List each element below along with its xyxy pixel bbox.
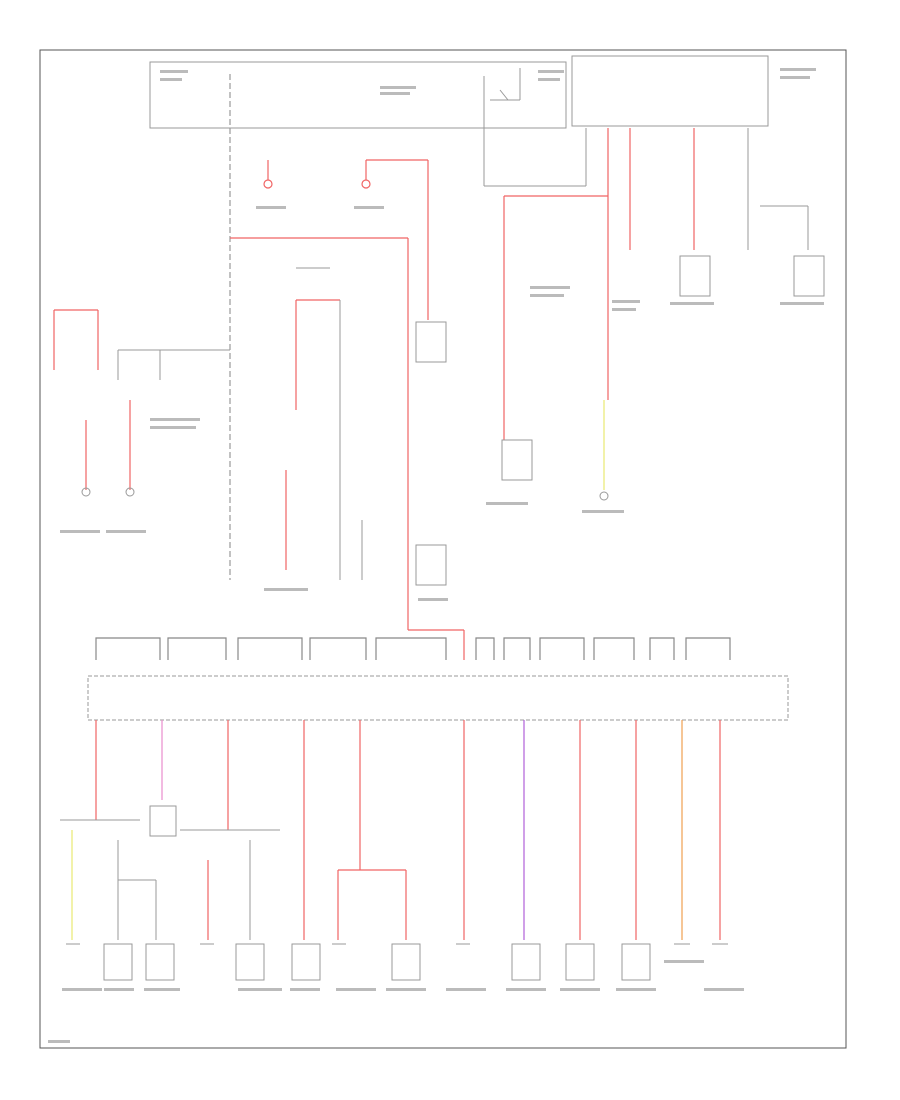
left-neutral-links xyxy=(117,349,230,380)
ground-connector-left xyxy=(263,160,273,189)
battery-switch xyxy=(483,68,521,128)
left-ground-1 xyxy=(81,487,91,497)
fuse-bus-top xyxy=(95,637,731,660)
junction-box-lower xyxy=(149,805,177,837)
module-box-r2 xyxy=(679,255,711,297)
top-right-fuse-box xyxy=(571,55,769,127)
mid-right-neutral xyxy=(483,128,809,250)
diagram-frame xyxy=(39,49,847,1049)
relay-neutral xyxy=(296,267,363,580)
illegible-label-marks xyxy=(48,68,824,1043)
ground-connector-mid xyxy=(361,159,429,320)
mid-right-feeds xyxy=(503,128,695,440)
left-red-circuit xyxy=(53,309,131,490)
left-ground-2 xyxy=(125,487,135,497)
module-box-r1 xyxy=(501,439,533,481)
main-feed-red xyxy=(230,237,465,660)
right-ground xyxy=(599,491,609,501)
output-wires-red xyxy=(95,720,721,940)
module-box-r3 xyxy=(793,255,825,297)
output-neutral xyxy=(60,819,280,940)
relay-box xyxy=(415,321,447,363)
relay-circuit xyxy=(285,299,340,570)
module-box-center xyxy=(415,544,447,586)
bottom-component-boxes xyxy=(103,943,651,981)
top-power-box xyxy=(149,61,567,129)
fuse-bus-box xyxy=(87,675,789,721)
